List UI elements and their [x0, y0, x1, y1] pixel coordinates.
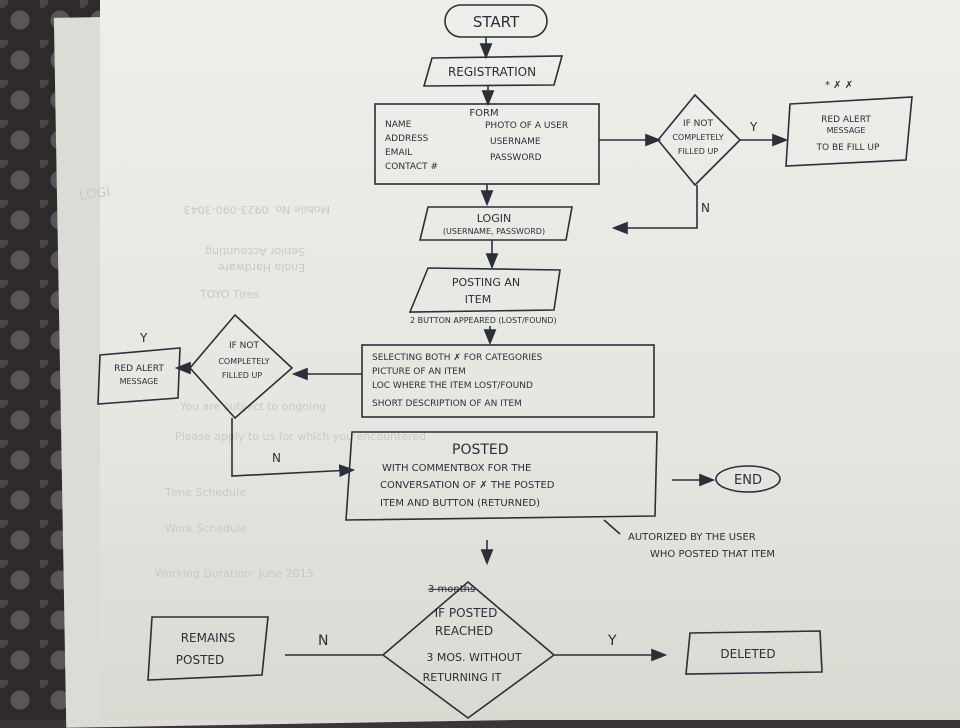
svg-text:Enola Hardware: Enola Hardware	[218, 261, 305, 274]
end-node: END	[715, 465, 781, 493]
selecting-node: SELECTING BOTH ✗ FOR CATEGORIES PICTURE …	[361, 344, 655, 418]
svg-text:SELECTING BOTH ✗ FOR CATEGORIE: SELECTING BOTH ✗ FOR CATEGORIES	[372, 353, 543, 363]
svg-text:IF POSTED: IF POSTED	[435, 606, 498, 620]
svg-text:POSTED: POSTED	[176, 653, 224, 667]
svg-text:FILLED UP: FILLED UP	[678, 147, 718, 156]
decision2-node: IF NOT COMPLETELY FILLED UP	[188, 313, 294, 420]
edge-label-y2: Y	[139, 331, 148, 345]
svg-text:You are subject to ongoing: You are subject to ongoing	[179, 400, 326, 413]
svg-text:RED ALERT: RED ALERT	[114, 364, 164, 374]
decision3-node: 3 months IF POSTED REACHED 3 MOS. WITHOU…	[381, 580, 556, 719]
svg-text:3 months: 3 months	[428, 584, 475, 595]
deleted-node: DELETED	[685, 630, 823, 675]
svg-text:END: END	[734, 473, 762, 488]
svg-text:RETURNING IT: RETURNING IT	[423, 671, 502, 684]
registration-node: REGISTRATION	[422, 55, 564, 87]
edge-label-n3: N	[318, 633, 328, 649]
authorized-note-line2: WHO POSTED THAT ITEM	[650, 549, 775, 560]
svg-text:REGISTRATION: REGISTRATION	[448, 65, 536, 79]
start-node: START	[444, 4, 548, 38]
form-node: FORM NAME ADDRESS EMAIL CONTACT # PHOTO …	[374, 103, 600, 185]
svg-text:Mobile No. 0923-090-3043: Mobile No. 0923-090-3043	[184, 203, 330, 216]
svg-text:(USERNAME, PASSWORD): (USERNAME, PASSWORD)	[443, 227, 545, 236]
svg-text:LOC WHERE THE ITEM LOST/FOUND: LOC WHERE THE ITEM LOST/FOUND	[372, 381, 533, 391]
svg-text:PASSWORD: PASSWORD	[490, 153, 542, 163]
svg-text:IF NOT: IF NOT	[229, 341, 260, 351]
posted-node: POSTED WITH COMMENTBOX FOR THE CONVERSAT…	[345, 431, 658, 521]
svg-text:CONVERSATION OF ✗ THE POSTED: CONVERSATION OF ✗ THE POSTED	[380, 480, 555, 491]
svg-text:SHORT DESCRIPTION OF AN ITEM: SHORT DESCRIPTION OF AN ITEM	[372, 399, 522, 409]
svg-text:PICTURE OF AN ITEM: PICTURE OF AN ITEM	[372, 367, 466, 377]
svg-text:Time Schedule: Time Schedule	[164, 486, 246, 499]
posting-node: POSTING AN ITEM	[408, 267, 561, 313]
svg-text:Senior Accounting: Senior Accounting	[205, 245, 305, 258]
svg-text:MESSAGE: MESSAGE	[827, 126, 866, 135]
edge-label-y1: Y	[749, 120, 758, 134]
svg-text:COMPLETELY: COMPLETELY	[672, 133, 723, 142]
arrow-decision2-posted	[231, 418, 356, 478]
svg-text:EMAIL: EMAIL	[385, 148, 412, 158]
svg-text:NAME: NAME	[385, 120, 412, 130]
svg-text:POSTING AN: POSTING AN	[452, 276, 520, 289]
ghost-text: Mobile No. 0923-090-3043 Senior Accounti…	[155, 203, 426, 580]
svg-text:CONTACT #: CONTACT #	[385, 162, 438, 172]
svg-text:ITEM AND BUTTON (RETURNED): ITEM AND BUTTON (RETURNED)	[380, 498, 540, 509]
authorized-pointer	[603, 519, 621, 535]
svg-text:USERNAME: USERNAME	[490, 137, 541, 147]
alert1-node: RED ALERT MESSAGE TO BE FILL UP	[785, 96, 913, 167]
svg-text:Working Duration: June 2015: Working Duration: June 2015	[155, 567, 314, 580]
svg-text:POSTED: POSTED	[452, 442, 509, 458]
alert1-mark: * ✗ ✗	[825, 80, 853, 91]
login-node: LOGIN (USERNAME, PASSWORD)	[418, 206, 573, 241]
svg-text:ADDRESS: ADDRESS	[385, 134, 429, 144]
alert2-node: RED ALERT MESSAGE	[97, 347, 181, 405]
arrow-decision1-login	[611, 185, 698, 235]
edge-label-n1: N	[701, 201, 710, 215]
svg-text:ITEM: ITEM	[465, 293, 491, 306]
svg-text:3 MOS. WITHOUT: 3 MOS. WITHOUT	[426, 651, 521, 664]
posting-note: 2 BUTTON APPEARED (LOST/FOUND)	[410, 316, 557, 325]
edge-label-n2: N	[272, 451, 281, 465]
svg-text:Please apply to us for which y: Please apply to us for which you encount…	[175, 430, 426, 443]
svg-text:TO BE FILL UP: TO BE FILL UP	[816, 143, 880, 153]
svg-text:REMAINS: REMAINS	[181, 631, 236, 645]
decision1-node: IF NOT COMPLETELY FILLED UP	[656, 93, 742, 187]
svg-text:START: START	[473, 13, 520, 31]
svg-text:RED ALERT: RED ALERT	[821, 115, 871, 125]
svg-text:FILLED UP: FILLED UP	[222, 371, 262, 380]
left-edge-text: LOGI	[78, 185, 111, 204]
svg-text:Work Schedule: Work Schedule	[165, 522, 247, 535]
authorized-note-line1: AUTORIZED BY THE USER	[628, 532, 756, 543]
paper-sheet	[100, 0, 960, 720]
svg-text:REACHED: REACHED	[435, 624, 493, 638]
svg-text:PHOTO OF A USER: PHOTO OF A USER	[485, 121, 568, 131]
svg-text:TOYO Tires: TOYO Tires	[199, 288, 260, 301]
svg-text:IF NOT: IF NOT	[683, 119, 714, 129]
svg-text:MESSAGE: MESSAGE	[120, 377, 159, 386]
remains-node: REMAINS POSTED	[147, 616, 269, 681]
svg-text:COMPLETELY: COMPLETELY	[218, 357, 269, 366]
svg-text:DELETED: DELETED	[720, 647, 775, 661]
svg-text:LOGIN: LOGIN	[477, 212, 511, 225]
svg-text:FORM: FORM	[469, 108, 498, 119]
svg-text:WITH COMMENTBOX FOR THE: WITH COMMENTBOX FOR THE	[382, 463, 531, 474]
edge-label-y3: Y	[607, 633, 617, 649]
